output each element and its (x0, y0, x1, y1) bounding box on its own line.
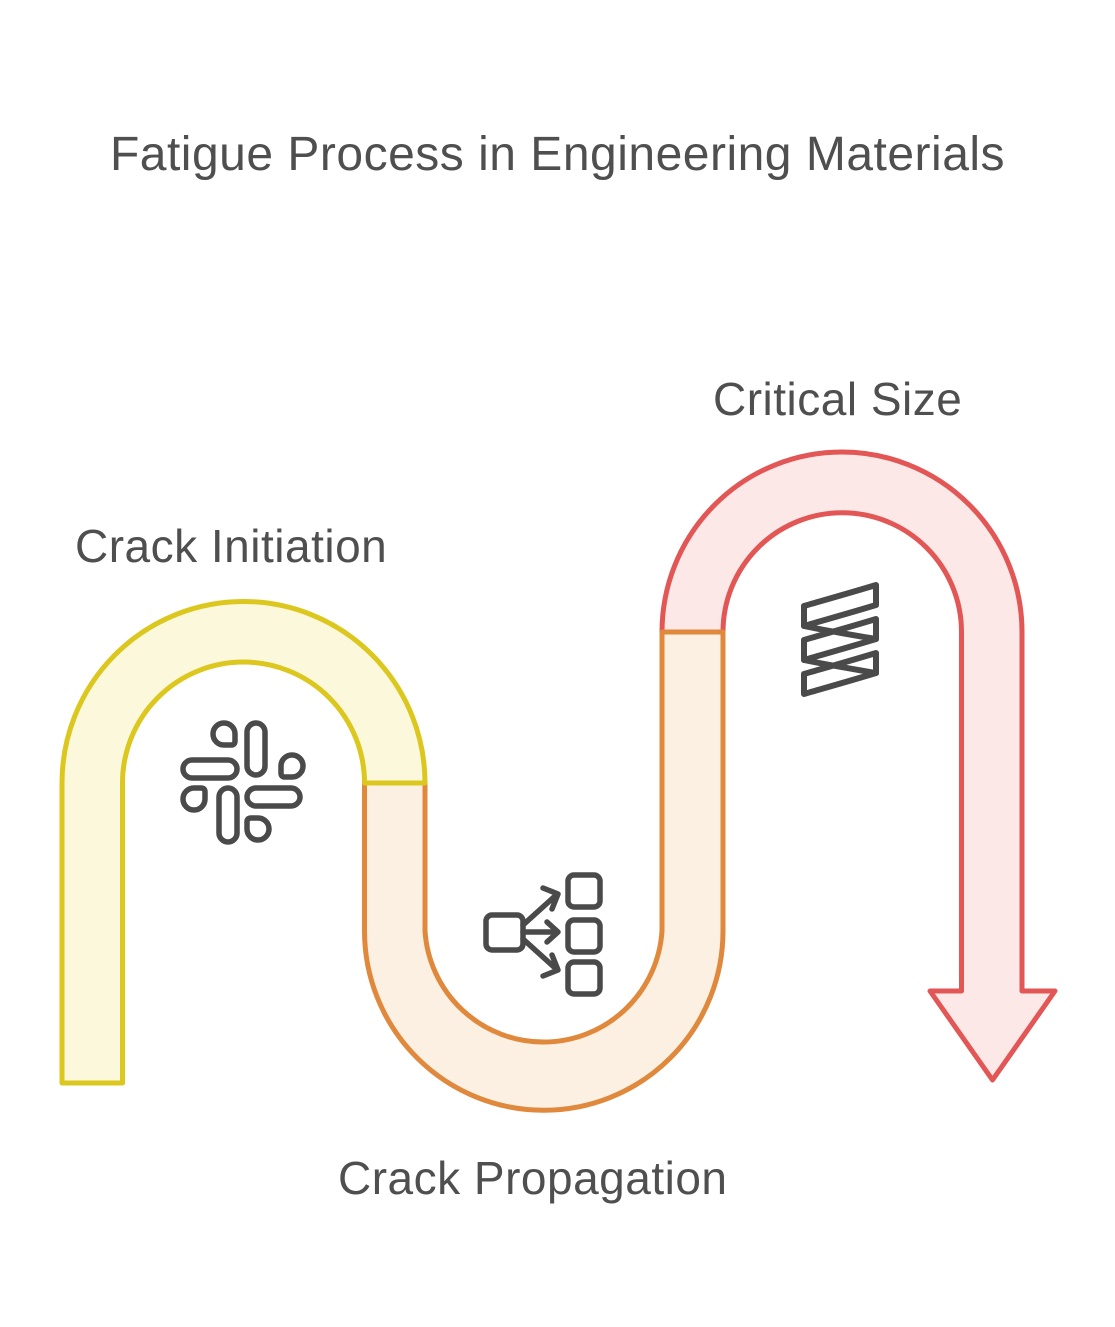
flow-arrow-top-head (540, 885, 561, 912)
flow-arrow-bottom-shaft (520, 936, 557, 970)
page-title: Fatigue Process in Engineering Materials (109, 128, 1006, 181)
flow-target-node-bottom (565, 959, 603, 997)
stage-label-critical-size: Critical Size (713, 373, 963, 425)
crack-initiation-tube-outline (59, 599, 428, 1086)
burst-dot-bottom (244, 815, 272, 843)
stage-crack-propagation-tube (362, 629, 726, 1113)
burst-pill-right (244, 785, 303, 809)
burst-dot-top-left (210, 720, 238, 748)
stage-crack-initiation-tube (59, 599, 428, 1086)
stage-label-crack-propagation: Crack Propagation (338, 1152, 728, 1204)
flow-arrow-top-shaft (520, 894, 557, 928)
coil-spring-icon (801, 582, 879, 697)
branch-flow-icon (483, 872, 603, 997)
coil-link-upper (801, 623, 879, 642)
stage-critical-size-tube (659, 449, 1058, 1083)
crack-initiation-tube-fill (62, 601, 425, 1083)
slack-burst-icon (180, 720, 306, 845)
burst-dot-right (278, 752, 306, 780)
coil-link-lower (801, 657, 879, 676)
stage-label-crack-initiation: Crack Initiation (75, 520, 388, 572)
burst-pill-top (244, 720, 268, 778)
flow-target-node-top (565, 872, 603, 910)
flow-source-node (483, 912, 526, 953)
coil-band-top (801, 582, 879, 629)
burst-pill-left (180, 757, 240, 781)
flow-arrow-middle-head (544, 919, 561, 945)
burst-pill-bottom (216, 785, 240, 845)
crack-propagation-tube-fill (364, 632, 723, 1111)
crack-propagation-tube-outline (362, 629, 726, 1113)
critical-size-tube-outline (659, 449, 1058, 1083)
flow-target-node-middle (565, 917, 603, 955)
burst-dot-left (180, 785, 208, 813)
flow-arrow-bottom-head (540, 952, 561, 979)
critical-size-tube-fill (662, 452, 1055, 1080)
